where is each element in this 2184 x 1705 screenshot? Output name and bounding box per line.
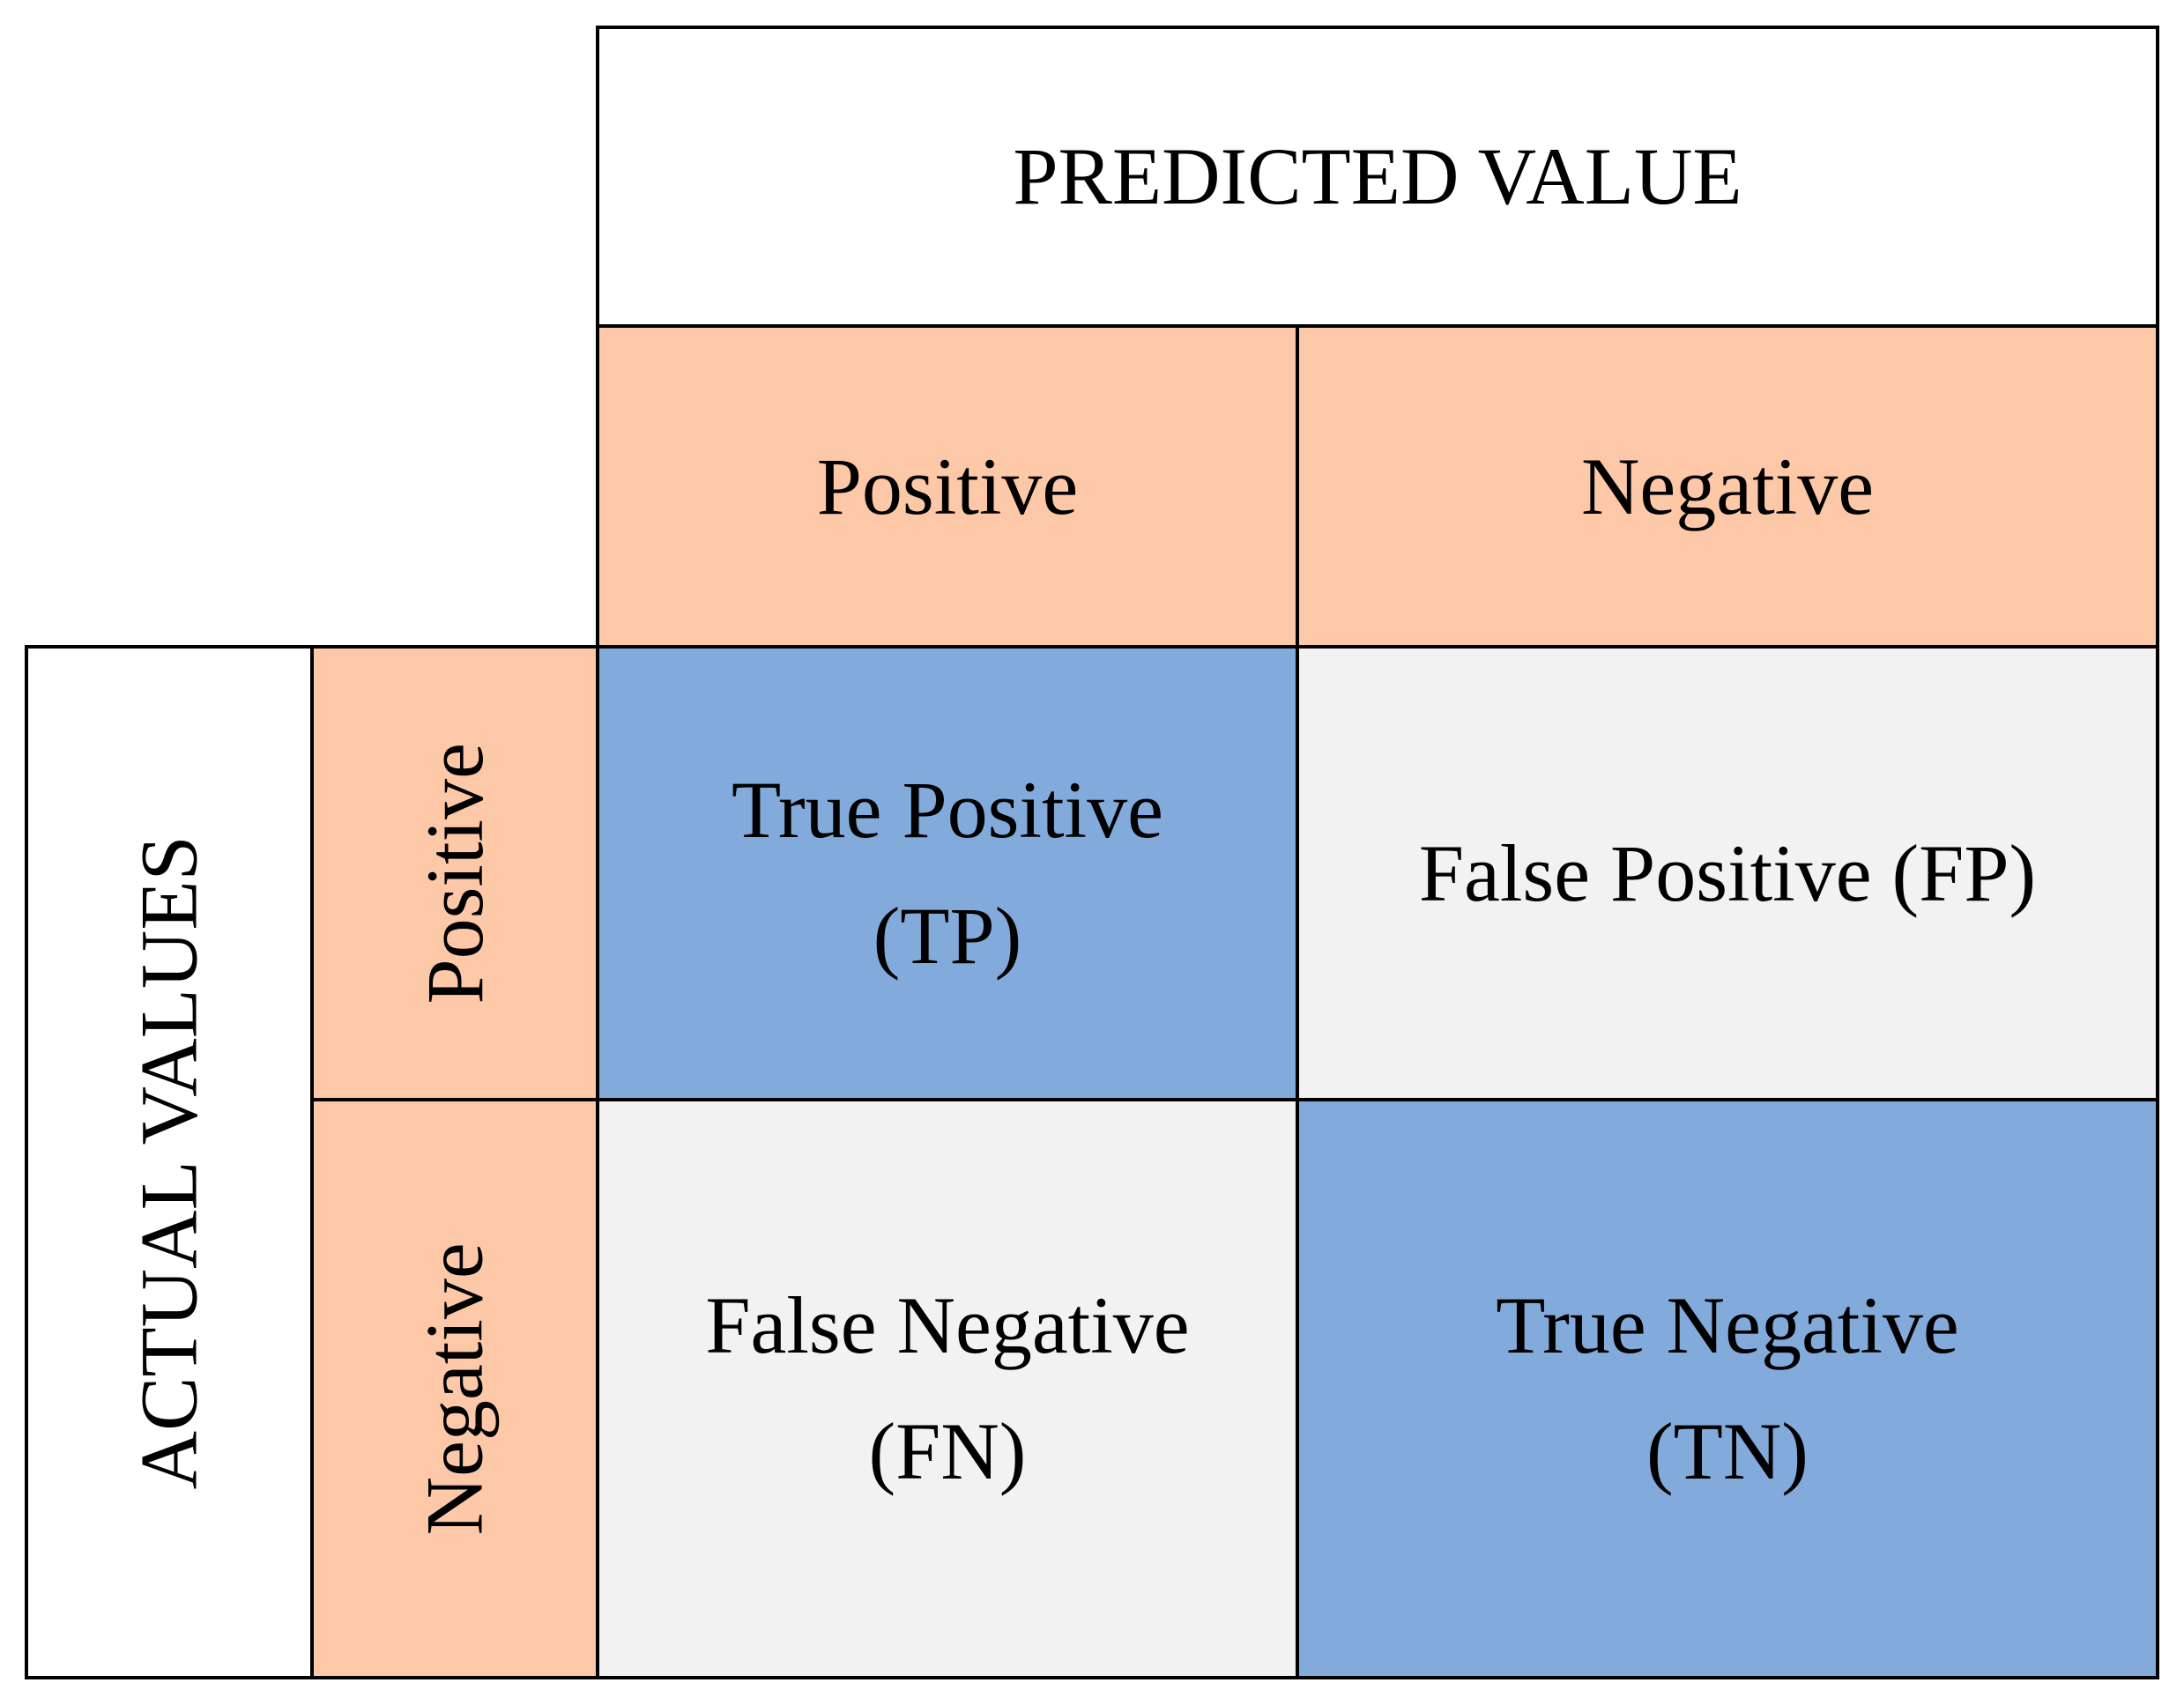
true-negative-label: True Negative [1496, 1280, 1959, 1371]
true-positive-abbr: (TP) [873, 891, 1022, 981]
actual-positive-label: Positive [409, 742, 500, 1004]
actual-values-title: ACTUAL VALUES [123, 834, 214, 1490]
predicted-positive-label: Positive [816, 441, 1079, 531]
true-positive-cell: True Positive (TP) [596, 645, 1299, 1101]
true-positive-text: True Positive (TP) [732, 747, 1163, 998]
predicted-value-title: PREDICTED VALUE [1013, 131, 1742, 222]
false-positive-cell: False Positive (FP) [1296, 645, 2159, 1101]
false-negative-text: False Negative (FN) [705, 1263, 1189, 1514]
true-negative-text: True Negative (TN) [1496, 1263, 1959, 1514]
true-negative-abbr: (TN) [1646, 1406, 1809, 1496]
predicted-value-header: PREDICTED VALUE [596, 26, 2159, 328]
actual-negative-label: Negative [409, 1242, 500, 1536]
actual-values-header: ACTUAL VALUES [25, 645, 314, 1679]
true-positive-label: True Positive [732, 765, 1163, 856]
predicted-negative-label: Negative [1580, 441, 1875, 531]
predicted-positive-cell: Positive [596, 324, 1299, 649]
actual-negative-cell: Negative [310, 1098, 599, 1679]
false-positive-label: False Positive (FP) [1418, 827, 2037, 918]
false-negative-cell: False Negative (FN) [596, 1098, 1299, 1679]
false-negative-abbr: (FN) [868, 1406, 1027, 1496]
true-negative-cell: True Negative (TN) [1296, 1098, 2159, 1679]
false-negative-label: False Negative [705, 1280, 1190, 1371]
predicted-negative-cell: Negative [1296, 324, 2159, 649]
actual-positive-cell: Positive [310, 645, 599, 1101]
